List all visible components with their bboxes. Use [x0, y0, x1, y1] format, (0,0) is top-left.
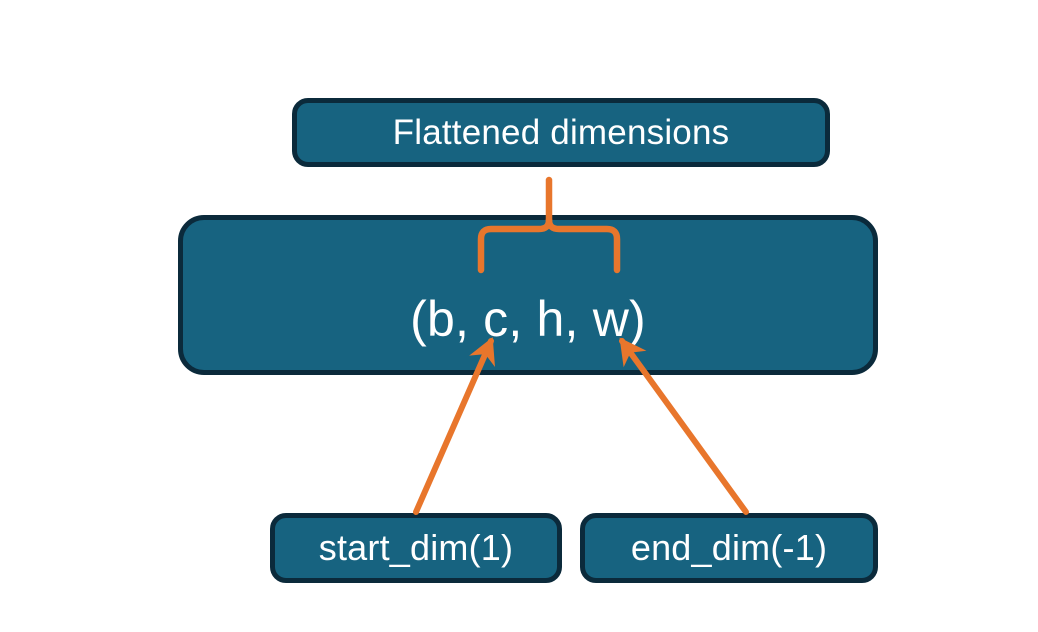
node-end-dim[interactable]: end_dim(-1)	[580, 513, 878, 583]
node-start-dim-label: start_dim(1)	[318, 527, 514, 568]
node-flattened-dimensions-label: Flattened dimensions	[392, 113, 730, 152]
node-flattened-dimensions[interactable]: Flattened dimensions	[292, 98, 830, 167]
node-start-dim[interactable]: start_dim(1)	[270, 513, 562, 583]
node-tensor-shape-label: (b, c, h, w)	[410, 291, 646, 347]
node-end-dim-label: end_dim(-1)	[630, 527, 828, 568]
node-tensor-shape[interactable]: (b, c, h, w)	[178, 215, 878, 375]
